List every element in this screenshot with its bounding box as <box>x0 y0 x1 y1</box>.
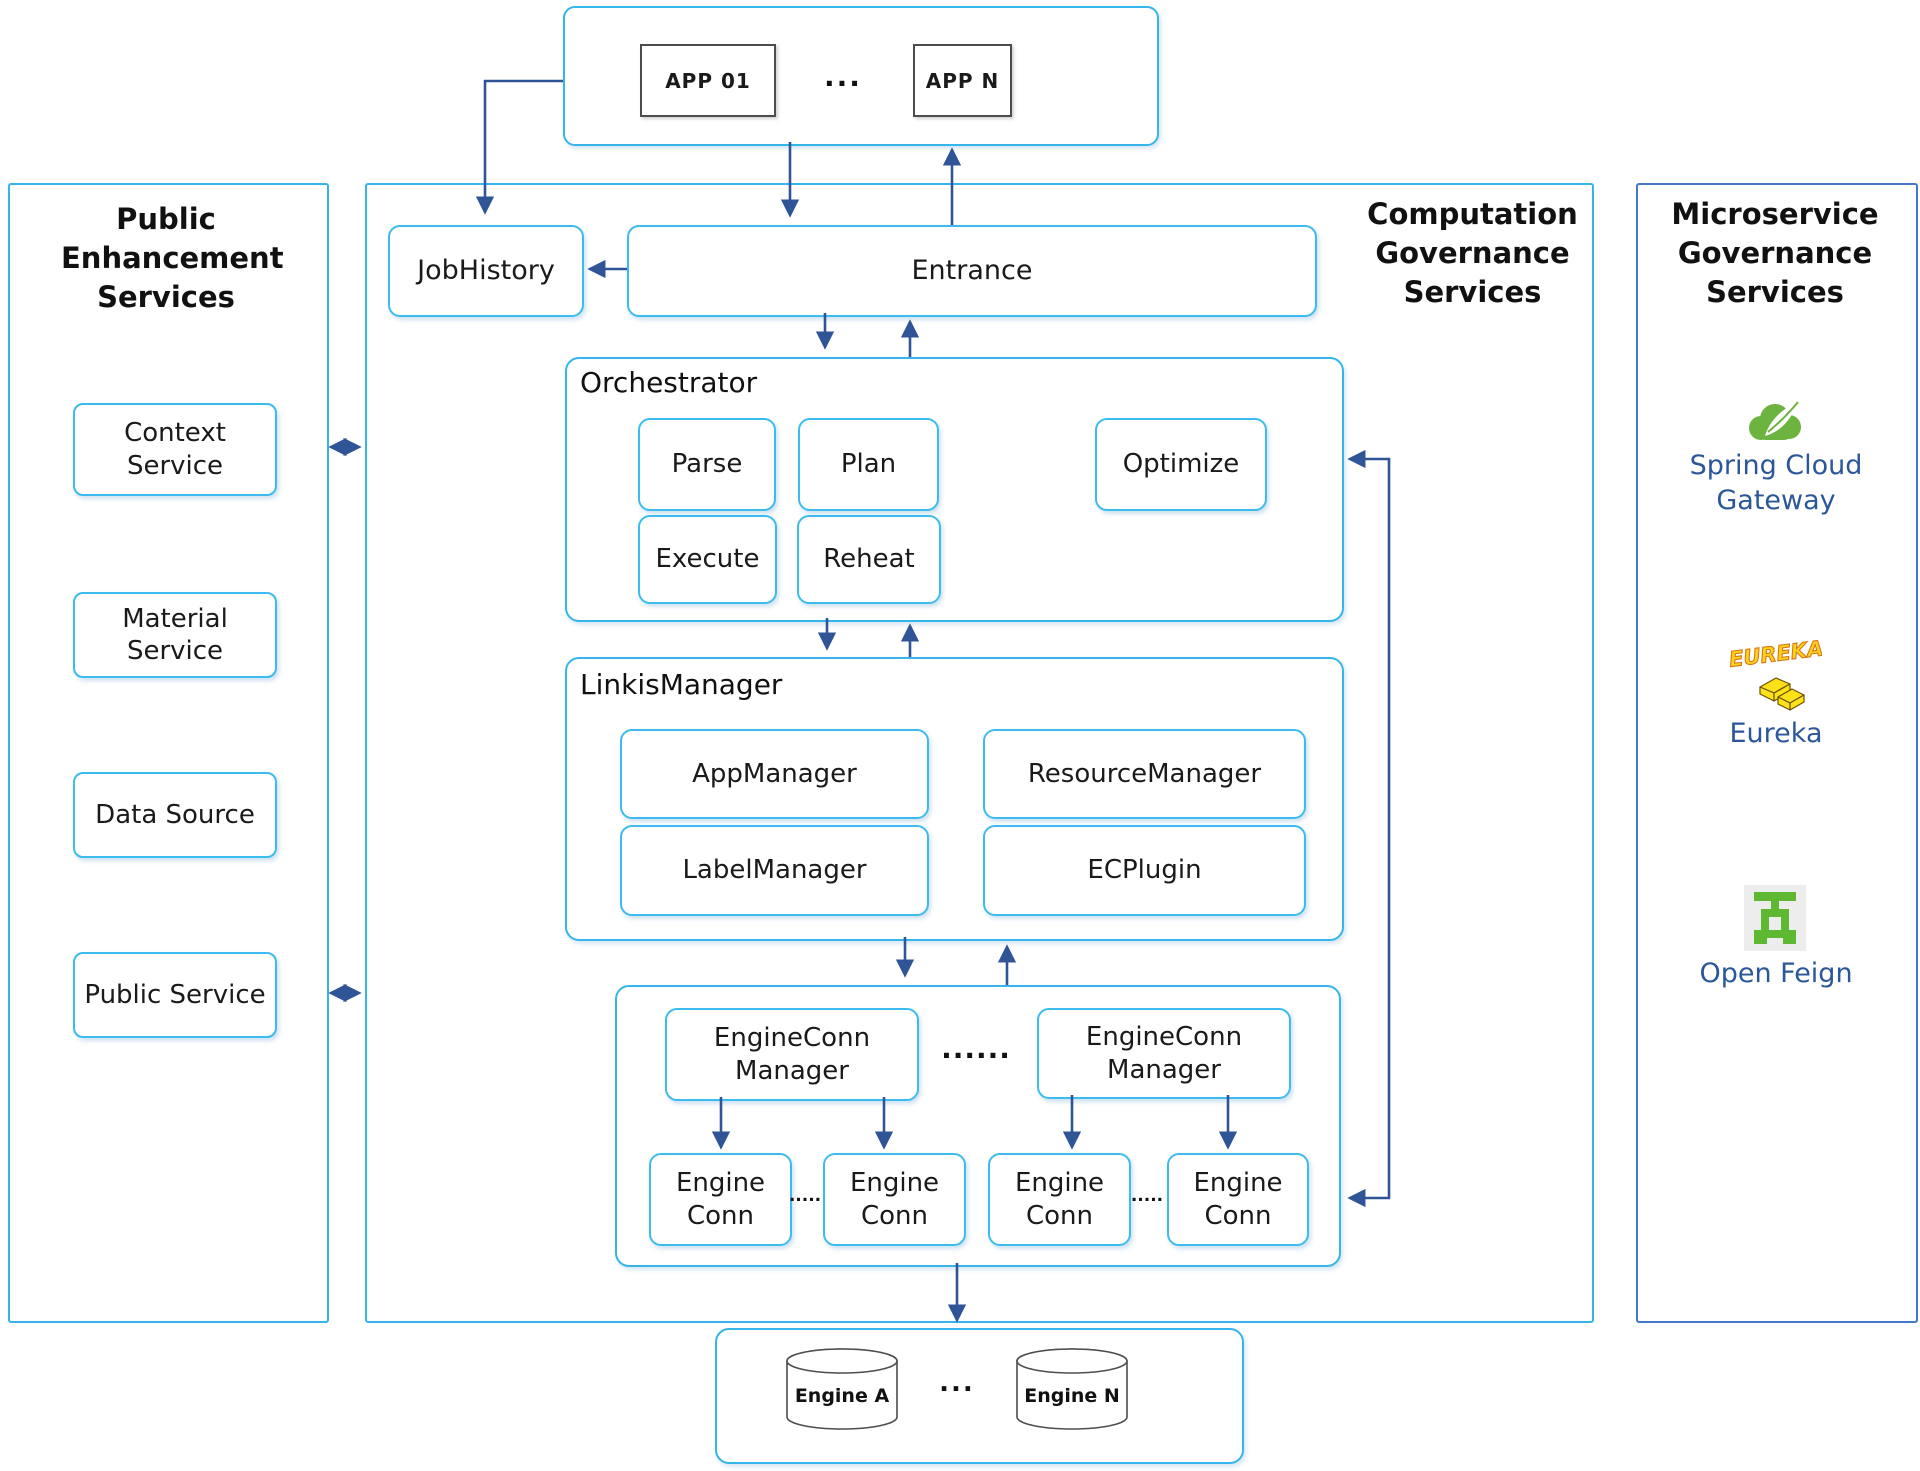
eureka-label: Eureka <box>1729 718 1823 749</box>
public-enhancement-panel <box>8 183 329 1323</box>
engine-conn-ellipsis-2: ..... <box>1130 1186 1164 1206</box>
plan-node: Plan <box>798 418 939 511</box>
context-service-node: Context Service <box>73 403 277 496</box>
linkismanager-label: LinkisManager <box>580 668 783 701</box>
optimize-node: Optimize <box>1095 418 1267 511</box>
engine-n-cylinder-icon <box>1016 1348 1128 1430</box>
entrance-node: Entrance <box>627 225 1317 317</box>
labelmanager-node: LabelManager <box>620 825 929 916</box>
engine-a-label: Engine A <box>794 1385 890 1407</box>
eureka-icon: EUREKA <box>1730 636 1822 711</box>
engines-ellipsis: ... <box>939 1368 975 1398</box>
engine-a-cylinder-icon <box>786 1348 898 1430</box>
spring-cloud-icon <box>1749 401 1801 440</box>
ecplugin-node: ECPlugin <box>983 825 1306 916</box>
left-panel-title: Public Enhancement Services <box>61 202 284 315</box>
engine-conn-4-node: Engine Conn <box>1167 1153 1309 1246</box>
svg-text:EUREKA: EUREKA <box>1730 636 1822 671</box>
engineconn-manager-ellipsis: ...... <box>941 1032 1011 1065</box>
engineconn-manager-2-node: EngineConn Manager <box>1037 1008 1291 1099</box>
appmanager-node: AppManager <box>620 729 929 819</box>
app-01-box: APP 01 <box>640 44 776 117</box>
engine-conn-3-node: Engine Conn <box>988 1153 1131 1246</box>
spring-cloud-gateway-label: Spring Cloud Gateway <box>1689 450 1863 517</box>
engine-conn-2-node: Engine Conn <box>823 1153 966 1246</box>
engineconn-manager-1-node: EngineConn Manager <box>665 1008 919 1101</box>
jobhistory-node: JobHistory <box>388 225 584 317</box>
open-feign-label: Open Feign <box>1699 958 1853 989</box>
app-n-box: APP N <box>913 44 1012 117</box>
parse-node: Parse <box>638 418 776 511</box>
app-ellipsis: ... <box>824 60 862 93</box>
microservice-governance-panel <box>1636 183 1918 1323</box>
engine-conn-1-node: Engine Conn <box>649 1153 792 1246</box>
data-source-node: Data Source <box>73 772 277 858</box>
reheat-node: Reheat <box>797 515 941 604</box>
execute-node: Execute <box>638 515 777 604</box>
open-feign-icon <box>1744 885 1806 951</box>
resourcemanager-node: ResourceManager <box>983 729 1306 819</box>
material-service-node: Material Service <box>73 592 277 678</box>
engine-conn-ellipsis-1: ..... <box>788 1186 822 1206</box>
orchestrator-label: Orchestrator <box>580 366 758 399</box>
engine-n-label: Engine N <box>1024 1385 1120 1407</box>
public-service-node: Public Service <box>73 952 277 1038</box>
right-panel-title: Microservice Governance Services <box>1671 197 1879 310</box>
engines-container <box>715 1328 1244 1464</box>
middle-panel-title: Computation Governance Services <box>1367 197 1578 310</box>
